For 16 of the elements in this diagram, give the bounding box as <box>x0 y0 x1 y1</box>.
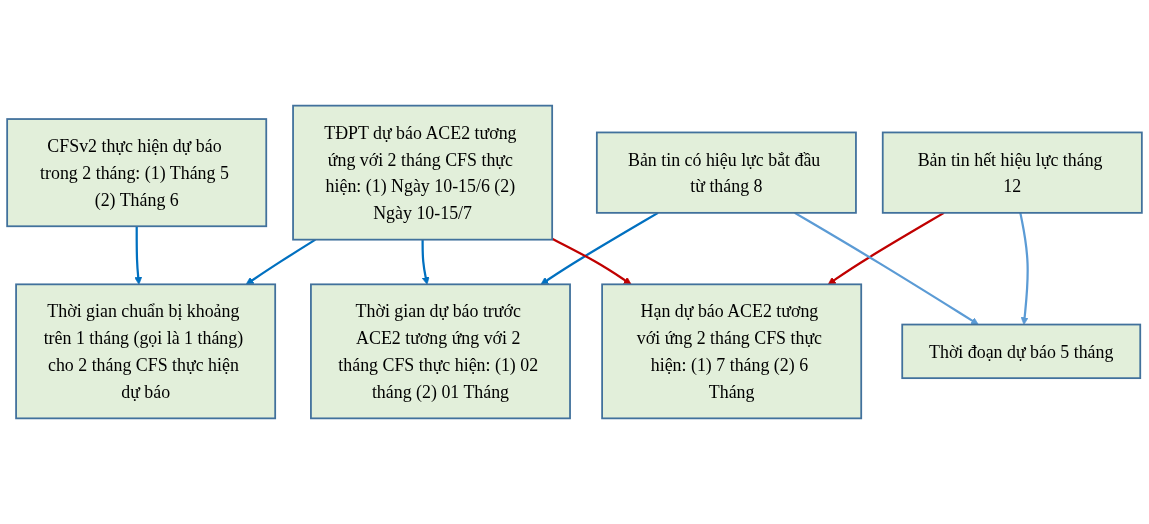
node-box: Bản tin có hiệu lực bắt đầu từ tháng 8 <box>595 131 857 214</box>
node-box: Thời đoạn dự báo 5 tháng <box>901 323 1142 380</box>
node-box: CFSv2 thực hiện dự báo trong 2 tháng: (1) Tháng 5 (2) Tháng 6 <box>6 118 268 228</box>
arrow <box>1019 212 1029 325</box>
node-box: Thời gian chuẩn bị khoảng trên 1 tháng (gọi là 1 tháng) cho 2 tháng CFS thực hiện dự báo <box>15 283 277 420</box>
arrow <box>421 239 430 285</box>
node-box: Thời gian dự báo trước ACE2 tương ứng với 2 tháng CFS thực hiện: (1) 02 tháng (2) 01 Tháng <box>310 283 571 420</box>
arrow <box>551 237 632 285</box>
node-box: TĐPT dự báo ACE2 tương ứng với 2 tháng CFS thực hiện: (1) Ngày 10-15/6 (2) Ngày 10-15/7 <box>292 104 554 241</box>
arrow <box>827 211 945 285</box>
arrow <box>245 238 316 285</box>
node-box: Bản tin hết hiệu lực tháng 12 <box>881 131 1143 214</box>
arrow <box>134 226 143 285</box>
node-box: Hạn dự báo ACE2 tương với ứng 2 tháng CFS thực hiện: (1) 7 tháng (2) 6 Tháng <box>601 283 863 420</box>
arrow <box>540 211 659 285</box>
arrow <box>794 211 979 325</box>
